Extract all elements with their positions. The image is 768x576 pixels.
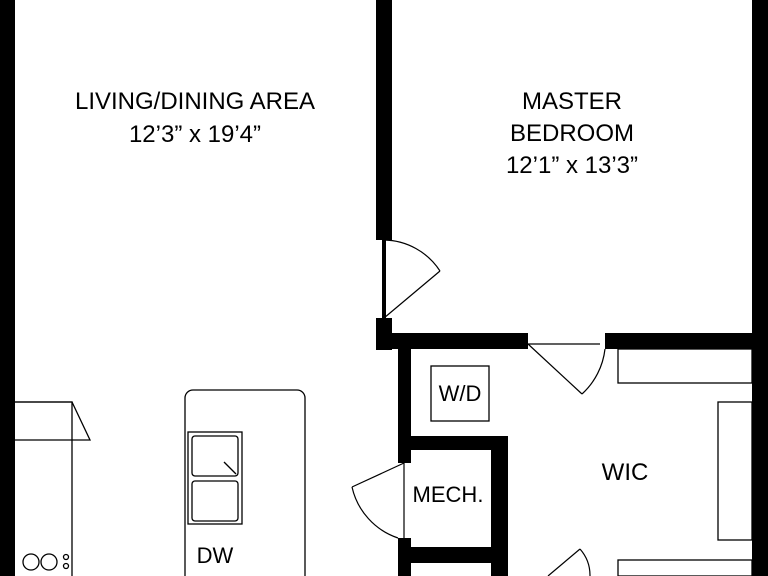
wall-left-exterior bbox=[0, 0, 15, 576]
wall-mech-top bbox=[398, 436, 508, 450]
wall-bedroom-bottom-right bbox=[605, 333, 768, 349]
sink-basin-left bbox=[191, 435, 239, 477]
living-room-dims: 12’3” x 19’4” bbox=[129, 121, 261, 148]
master-bedroom-dims: 12’1” x 13’3” bbox=[506, 152, 638, 179]
washer-dryer-label: W/D bbox=[439, 381, 482, 406]
wall-living-bedroom-upper bbox=[376, 0, 392, 240]
doors bbox=[351, 239, 606, 576]
knob-icon bbox=[62, 562, 70, 570]
wall-mech-bottom bbox=[398, 547, 508, 563]
wall-hall-upper bbox=[398, 349, 411, 463]
master-bedroom-name-line2: BEDROOM bbox=[510, 120, 634, 147]
kitchen-island bbox=[184, 389, 306, 576]
burner-icon bbox=[22, 553, 40, 571]
sink-basin-right bbox=[191, 480, 239, 522]
mech-label: MECH. bbox=[413, 482, 484, 507]
wic-shelf-bottom bbox=[617, 559, 753, 576]
closet-shelving bbox=[430, 348, 753, 576]
kitchen-counter bbox=[15, 401, 73, 576]
door-bath bbox=[547, 548, 591, 576]
knob-icon bbox=[62, 553, 70, 561]
wic-shelf-top bbox=[617, 348, 753, 384]
master-bedroom-name-line1: MASTER bbox=[522, 88, 622, 115]
wic-label: WIC bbox=[602, 459, 649, 486]
living-room-name: LIVING/DINING AREA bbox=[75, 88, 315, 115]
wall-right-exterior bbox=[752, 0, 768, 576]
burner-icon bbox=[40, 553, 58, 571]
sink-outer bbox=[187, 431, 243, 525]
wall-mech-right bbox=[491, 436, 508, 576]
dishwasher-label: DW bbox=[197, 543, 234, 568]
room-labels: LIVING/DINING AREA 12’3” x 19’4” MASTER … bbox=[75, 88, 648, 568]
kitchen bbox=[15, 389, 306, 576]
door-wic bbox=[527, 343, 606, 395]
sink-faucet bbox=[223, 461, 237, 475]
range-hood bbox=[15, 401, 92, 441]
door-mech bbox=[351, 462, 405, 539]
wic-shelf-right bbox=[717, 401, 753, 541]
washer-dryer-box bbox=[430, 365, 490, 422]
wall-bedroom-bottom-left bbox=[376, 333, 528, 349]
door-master-bedroom bbox=[382, 239, 441, 319]
